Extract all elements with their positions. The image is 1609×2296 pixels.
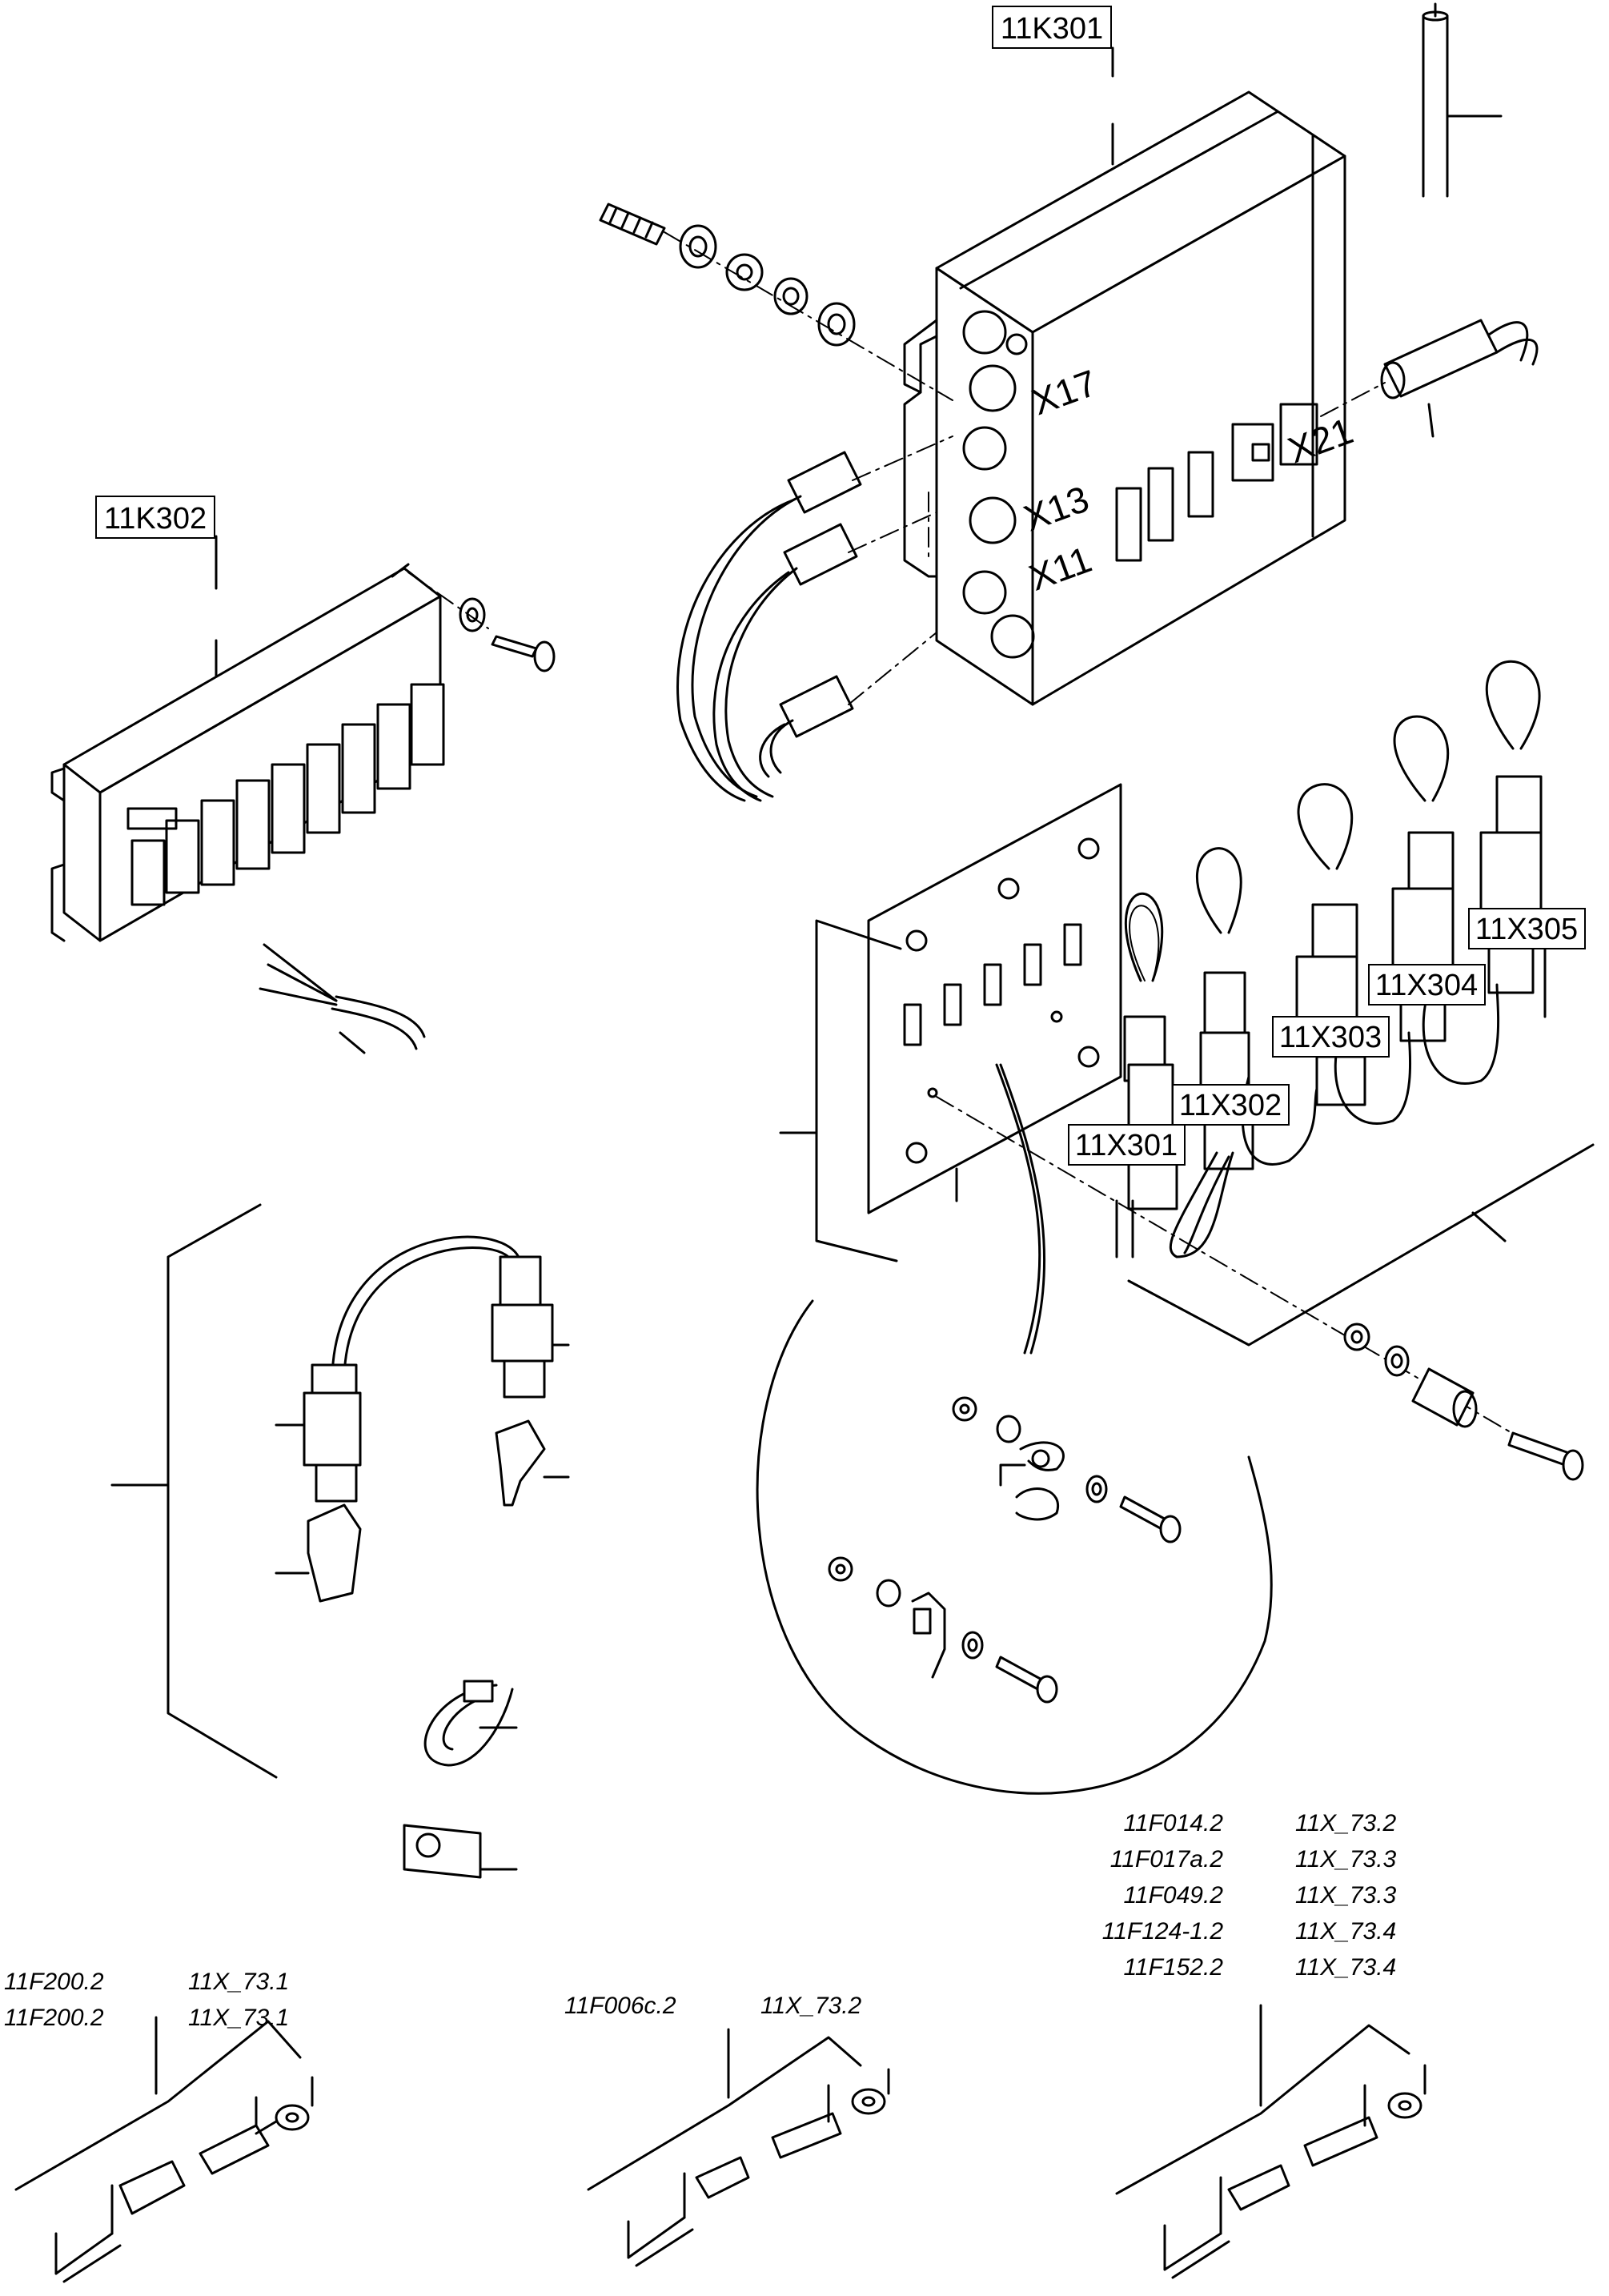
left-col1-row2: 11F200.2 (4, 2005, 104, 2031)
left-col2-row2: 11X_73.1 (188, 2005, 289, 2031)
screw-and-washer (407, 572, 556, 672)
wire-bundle (259, 943, 426, 1054)
control-box-11k301 (903, 90, 1346, 706)
right-col2-row1: 11X_73.2 (1295, 1810, 1397, 1836)
relay-module-11k302 (50, 563, 445, 942)
right-col1-row3: 11F049.2 (1123, 1882, 1223, 1909)
label-11k302: 11K302 (104, 502, 207, 536)
left-col1-row1: 11F200.2 (4, 1969, 104, 1995)
labels-layer: 11K301 11K302 X17 X13 X11 X21 11X301 11X… (4, 6, 1586, 2031)
right-col1-row5: 11F152.2 (1123, 1954, 1223, 1981)
cable-vertical (1422, 2, 1503, 198)
left-col2-row1: 11X_73.1 (188, 1969, 289, 1995)
detail-view-circle (756, 1299, 1273, 1795)
label-11x304: 11X304 (1375, 969, 1478, 1002)
label-11k301: 11K301 (1001, 12, 1103, 46)
right-col1-row2: 11F017a.2 (1110, 1846, 1224, 1873)
wire-loop (995, 1063, 1041, 1355)
right-col1-row1: 11F014.2 (1123, 1810, 1223, 1836)
middle-col2-row1: 11X_73.2 (760, 1993, 862, 2019)
right-col2-row3: 11X_73.3 (1295, 1882, 1397, 1909)
label-plate (403, 1824, 518, 1879)
middle-col1-row1: 11F006c.2 (564, 1993, 676, 2019)
connector-group (1115, 660, 1595, 1347)
stud-nut-washer-set (599, 203, 953, 401)
crimp-set-right (1115, 2004, 1426, 2279)
cable-tie (423, 1680, 518, 1767)
right-col2-row2: 11X_73.3 (1295, 1846, 1397, 1873)
right-col2-row4: 11X_73.4 (1295, 1918, 1396, 1945)
label-11x302: 11X302 (1179, 1089, 1282, 1122)
plug-x21 (1320, 319, 1539, 438)
label-11x303: 11X303 (1279, 1021, 1382, 1054)
adapter-cable-assembly (110, 1203, 570, 1779)
fastener-set-right (936, 1096, 1584, 1481)
right-col2-row5: 11X_73.4 (1295, 1954, 1396, 1981)
crimp-set-left (14, 2016, 314, 2283)
crimp-set-middle (587, 2028, 890, 2267)
connector-mounting-plate (779, 783, 1122, 1262)
label-11x305: 11X305 (1475, 913, 1578, 946)
cable-bundle-x13-x11 (676, 436, 953, 802)
label-11x301: 11X301 (1075, 1129, 1178, 1162)
right-col1-row4: 11F124-1.2 (1102, 1918, 1224, 1945)
